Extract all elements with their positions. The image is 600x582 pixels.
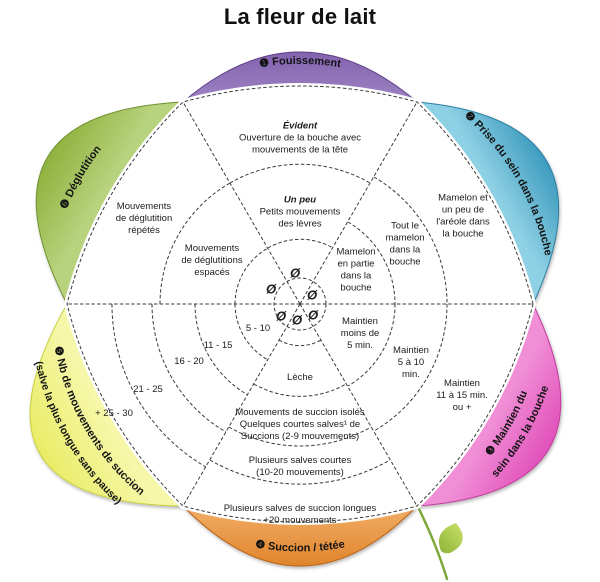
petal-label-succion: ❹ Succion / tétée bbox=[254, 538, 345, 554]
ring-text-evident-head: Évident bbox=[282, 120, 318, 132]
ring-text-leche: Lèche bbox=[287, 371, 313, 383]
ring-text-salves-longues: Plusieurs salves de succion longues +20 … bbox=[223, 502, 377, 526]
zero-mark-nb-mouvements: Ø bbox=[275, 308, 287, 324]
ring-arcs bbox=[111, 163, 448, 485]
svg-text:❶ Fouissement: ❶ Fouissement bbox=[258, 55, 342, 70]
zero-mark-deglutition: Ø bbox=[265, 281, 277, 297]
ring-text-deglutition-espaces: Mouvements de déglutitions espacés bbox=[181, 242, 243, 279]
ring-text-n-21-25: 21 - 25 bbox=[133, 383, 163, 395]
ring-text-areole: Mamelon et un peu de l'aréole dans la bo… bbox=[436, 192, 490, 241]
zero-mark-fouissement: Ø bbox=[289, 265, 301, 281]
ring-text-maintien-11-15: Maintien 11 à 15 min. ou + bbox=[436, 377, 488, 414]
zero-mark-prise: Ø bbox=[306, 287, 318, 303]
ring-text-mamelon-partie: Mamelon en partie dans la bouche bbox=[336, 246, 376, 295]
ring-text-n-11-15: 11 - 15 bbox=[203, 339, 233, 351]
ring-text-succion-isoles: Mouvements de succion isolés Quelques co… bbox=[235, 406, 365, 443]
ring-text-n-5-10: 5 - 10 bbox=[245, 322, 271, 334]
outer-boundary bbox=[66, 85, 534, 523]
stem bbox=[417, 507, 449, 581]
leaf-decoration bbox=[417, 507, 463, 581]
sector-dividers bbox=[67, 101, 533, 507]
petal-label-fouissement: ❶ Fouissement bbox=[258, 55, 342, 70]
ring-text-maintien-5-10: Maintien 5 à 10 min. bbox=[393, 344, 429, 381]
ring-text-salves-courtes: Plusieurs salves courtes (10-20 mouvemen… bbox=[248, 454, 352, 478]
ring-text-un-peu-body: Petits mouvements des lèvres bbox=[259, 207, 341, 231]
ring-text-evident-body: Ouverture de la bouche avec mouvements d… bbox=[239, 133, 361, 157]
zero-mark-succion: Ø bbox=[291, 312, 303, 328]
ring-text-n-25-30: + 25 - 30 bbox=[95, 407, 133, 419]
ring-text-tout-mamelon: Tout le mamelon dans la bouche bbox=[385, 220, 425, 269]
ring-text-deglutition-repetes: Mouvements de déglutition répétés bbox=[115, 200, 173, 237]
ring-text-maintien-moins-5: Maintien moins de 5 min. bbox=[340, 315, 380, 352]
ring-text-n-16-20: 16 - 20 bbox=[174, 355, 204, 367]
ring-text-un-peu-head: Un peu bbox=[283, 194, 317, 206]
zero-mark-maintien: Ø bbox=[307, 307, 319, 323]
leaf-icon bbox=[438, 523, 463, 554]
svg-text:❹ Succion / tétée: ❹ Succion / tétée bbox=[254, 538, 345, 554]
page-title: La fleur de lait bbox=[223, 4, 377, 29]
